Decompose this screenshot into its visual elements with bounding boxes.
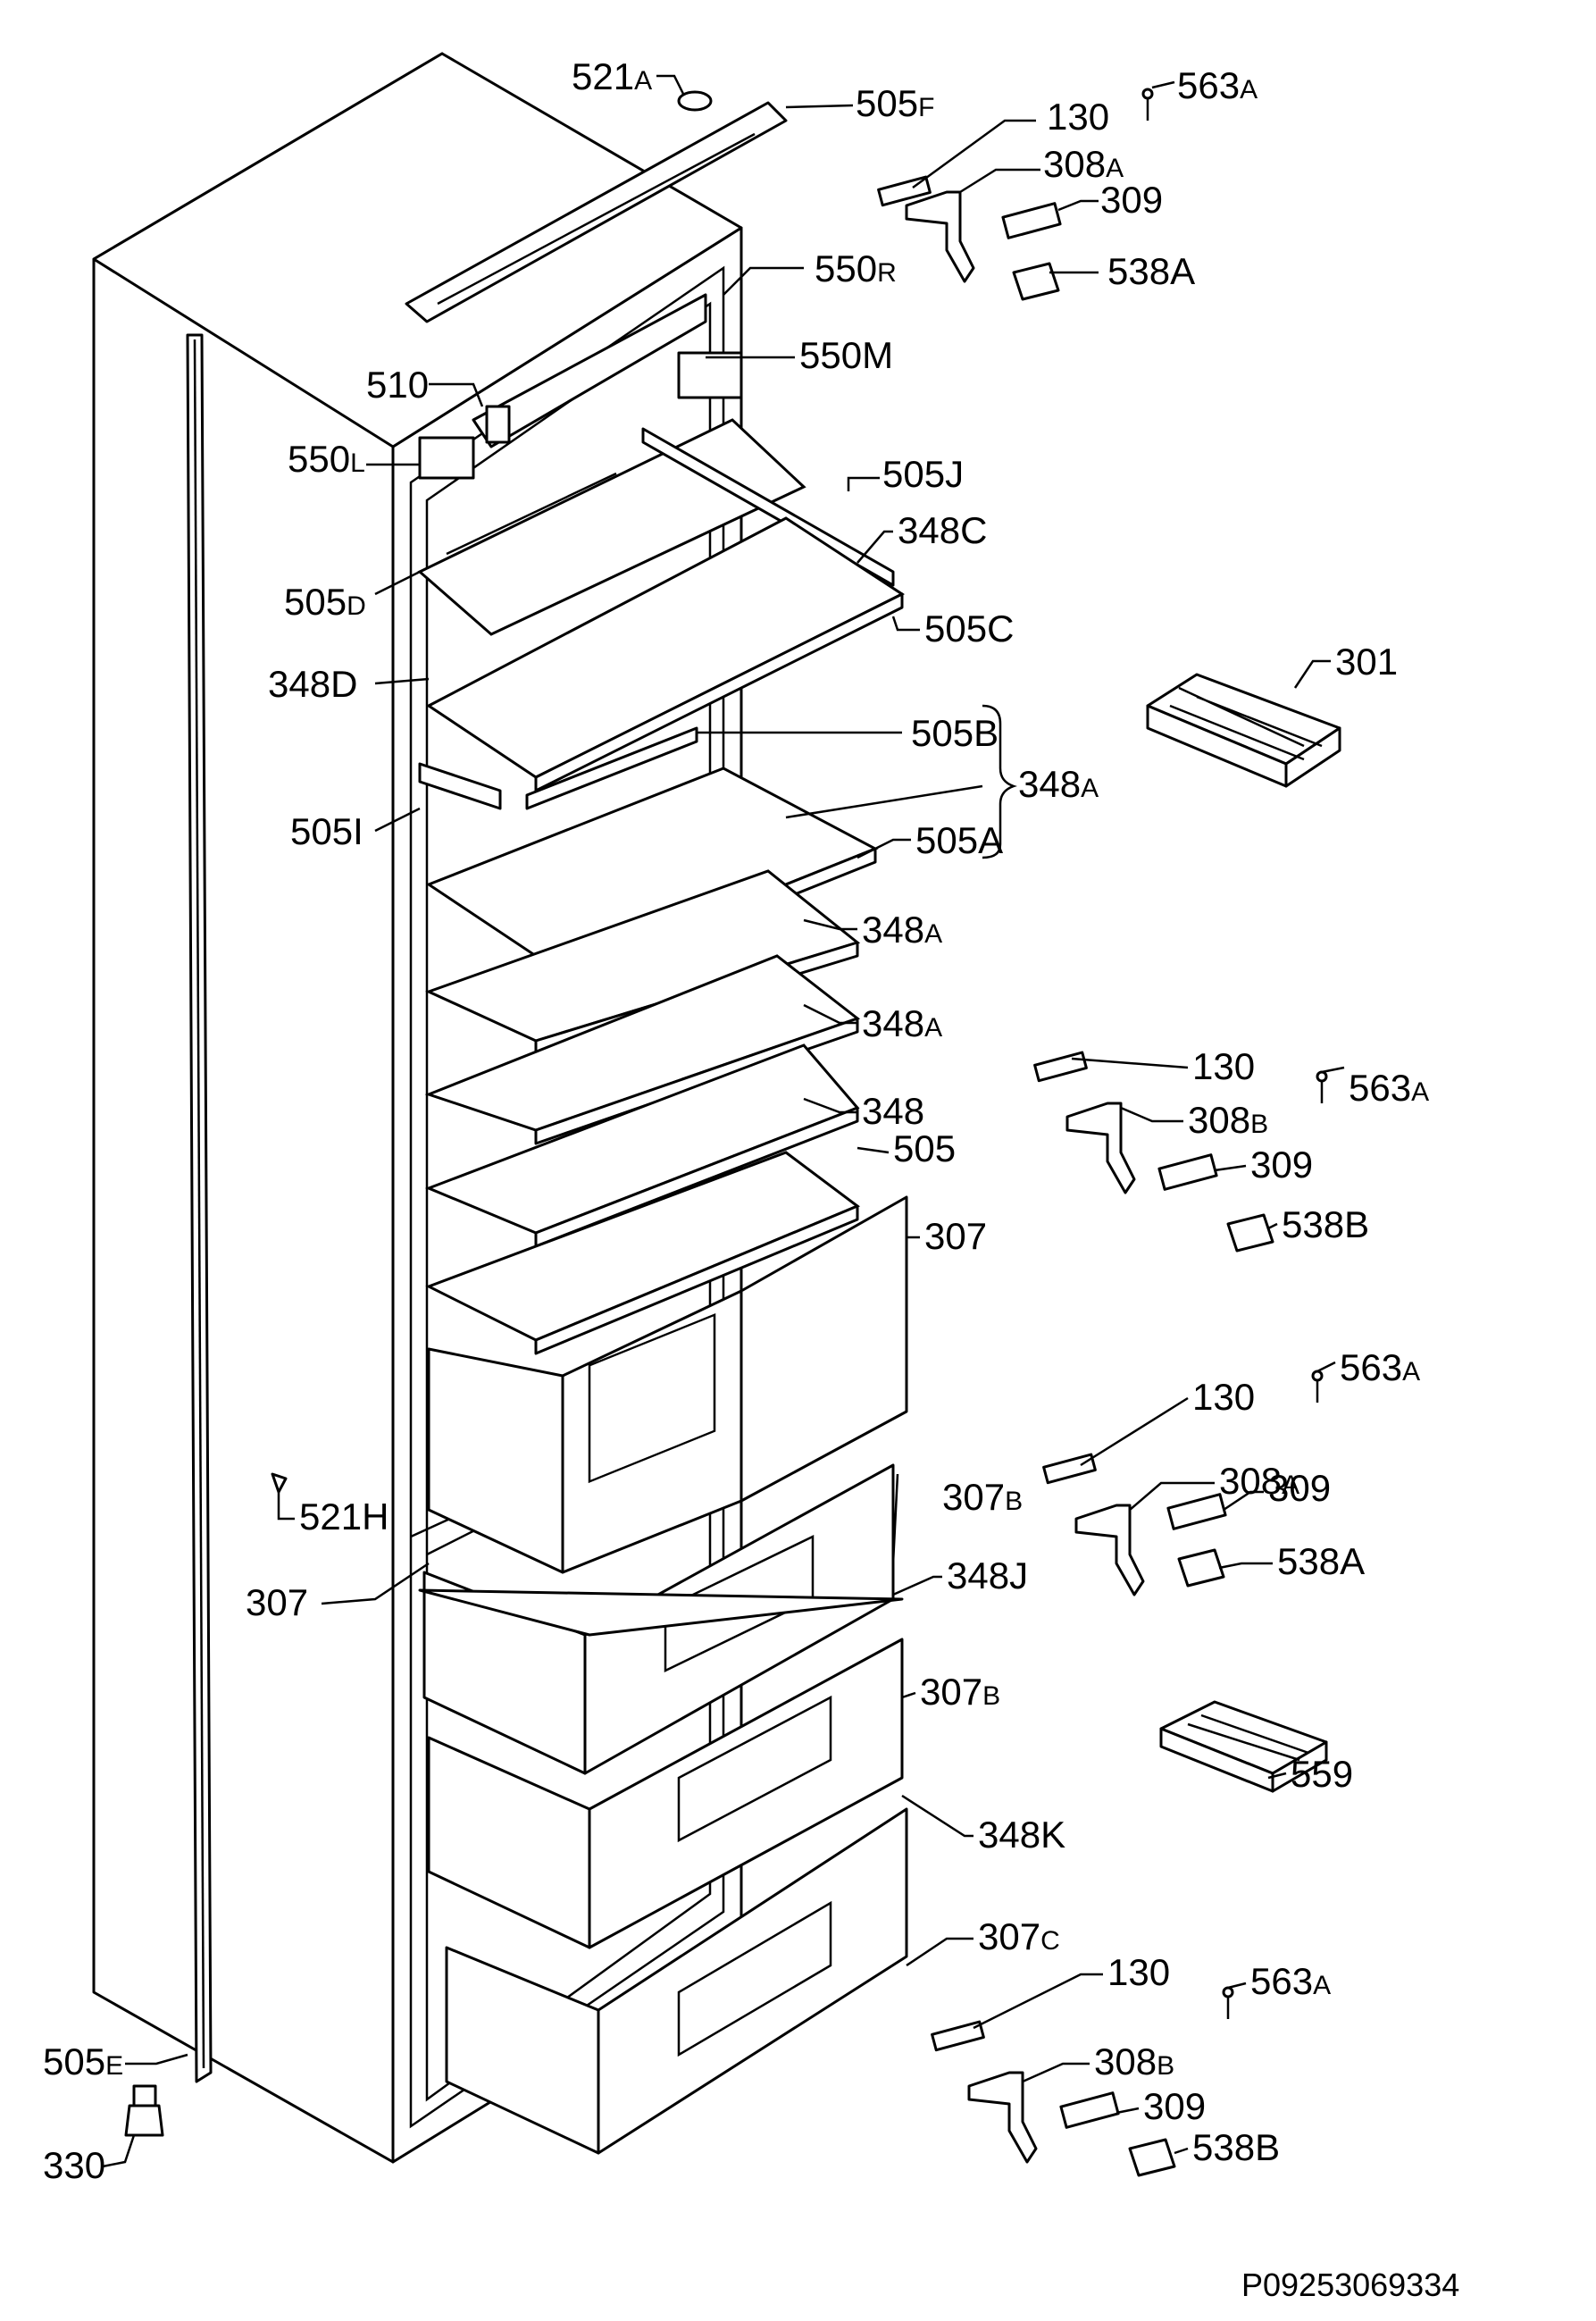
label-505a: 505A <box>915 819 1003 861</box>
label-348a-shelf2: 348A <box>862 909 942 951</box>
label-563a-set1: 563A <box>1177 64 1258 106</box>
label-505b: 505B <box>911 712 999 754</box>
label-308b-set2: 308B <box>1188 1099 1268 1141</box>
label-505d: 505D <box>284 581 366 623</box>
label-130-set4: 130 <box>1107 1951 1170 1993</box>
foot-330 <box>124 2084 164 2137</box>
label-307-upper: 307 <box>924 1215 987 1257</box>
label-330: 330 <box>43 2144 105 2186</box>
label-348d: 348D <box>268 663 357 705</box>
label-348a-group: 348A <box>1018 763 1099 805</box>
drawing-reference-number: P09253069334 <box>1241 2267 1459 2303</box>
ice-tray-559 <box>1159 1700 1328 1793</box>
label-307b-lower: 307B <box>920 1671 1000 1713</box>
label-563a-set3: 563A <box>1340 1346 1420 1388</box>
label-505e: 505E <box>43 2040 123 2082</box>
leader-lines <box>102 74 1345 2168</box>
label-348c: 348C <box>898 509 987 551</box>
label-308b-set4: 308B <box>1094 2040 1174 2082</box>
label-301: 301 <box>1335 641 1398 683</box>
label-538a-set3: 538A <box>1277 1540 1365 1582</box>
label-505: 505 <box>893 1127 956 1169</box>
label-550l: 550L <box>288 438 365 480</box>
drawer-307c <box>445 1807 908 2155</box>
light-cover <box>418 293 743 480</box>
label-559: 559 <box>1291 1753 1353 1795</box>
shelf-348j <box>418 1588 904 1637</box>
drawer-307-pair <box>427 1195 908 1574</box>
label-550r: 550R <box>815 247 897 289</box>
glass-shelf-348 <box>424 1043 860 1248</box>
label-563a-set4: 563A <box>1250 1960 1331 2002</box>
label-307b-upper: 307B <box>942 1476 1023 1518</box>
label-348j: 348J <box>947 1554 1028 1596</box>
label-308a-set3: 308A <box>1219 1460 1299 1502</box>
part-labels: 521A 505F 130 563A 308A 309 538A 550R 55… <box>43 55 1429 2186</box>
label-307c: 307C <box>978 1915 1060 1957</box>
hinge-set-4 <box>931 1986 1234 2177</box>
label-505c: 505C <box>924 607 1014 649</box>
label-348a-shelf3: 348A <box>862 1002 942 1044</box>
hinge-set-1 <box>877 88 1154 301</box>
label-309-set2: 309 <box>1250 1144 1313 1186</box>
label-521a: 521A <box>572 55 652 97</box>
label-505i: 505I <box>290 810 363 852</box>
glass-shelf-348a-lower <box>424 954 861 1145</box>
label-550m: 550M <box>799 334 893 376</box>
label-538a-set1: 538A <box>1107 250 1195 292</box>
pin-521h <box>271 1472 288 1494</box>
label-308a-set1: 308A <box>1043 143 1124 185</box>
label-521h: 521H <box>299 1496 389 1538</box>
label-510: 510 <box>366 364 429 406</box>
label-130-set3: 130 <box>1192 1376 1255 1418</box>
label-348: 348 <box>862 1090 924 1132</box>
label-538b-set2: 538B <box>1282 1203 1369 1245</box>
label-130-set2: 130 <box>1192 1045 1255 1087</box>
label-505j: 505J <box>882 453 964 495</box>
label-505f: 505F <box>856 82 934 124</box>
label-348k: 348K <box>978 1814 1065 1856</box>
ice-cube-tray <box>1146 673 1341 788</box>
label-309-set4: 309 <box>1143 2085 1206 2127</box>
label-130-set1: 130 <box>1047 96 1109 138</box>
glass-shelf-bottom <box>425 1151 860 1355</box>
label-538b-set4: 538B <box>1192 2126 1280 2168</box>
label-307-lower: 307 <box>246 1581 308 1623</box>
top-hinge-rail <box>405 90 788 323</box>
glass-shelf-348c <box>426 516 906 792</box>
hinge-set-3 <box>1042 1370 1324 1596</box>
drawer-307b-lower <box>427 1638 904 1949</box>
label-563a-set2: 563A <box>1349 1067 1429 1109</box>
label-309-set1: 309 <box>1100 179 1163 221</box>
label-309-set3: 309 <box>1268 1467 1331 1509</box>
